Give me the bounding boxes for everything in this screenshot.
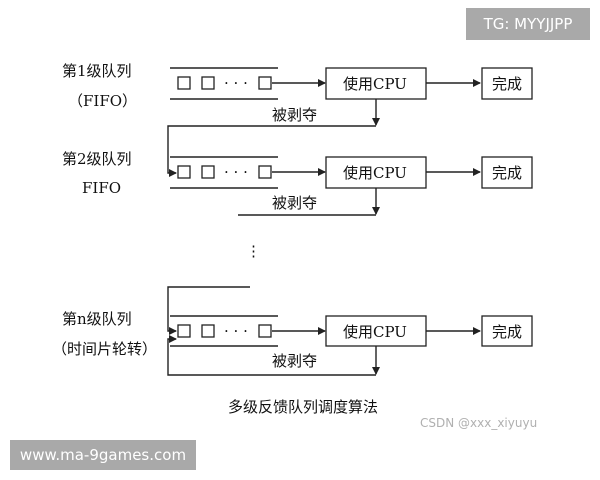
queue-level-1: 第1级队列 （FIFO） · · · 使用CPU 完成 被剥夺 xyxy=(62,62,533,126)
cpu-label-1: 使用CPU xyxy=(343,75,407,93)
queue-1-policy: （FIFO） xyxy=(68,92,137,110)
queue-1-slot xyxy=(177,76,191,90)
queue-1-slot xyxy=(201,76,215,90)
diagram-caption: 多级反馈队列调度算法 xyxy=(228,398,378,416)
preempt-label-1: 被剥夺 xyxy=(272,106,317,124)
queue-2-ellipsis: · · · xyxy=(224,163,248,181)
done-label-1: 完成 xyxy=(492,75,522,93)
cpu-box-1 xyxy=(325,67,427,100)
tg-watermark: TG: MYYJJPP xyxy=(466,8,590,40)
queue-n-ellipsis: · · · xyxy=(224,322,248,340)
queue-1-name: 第1级队列 xyxy=(62,62,132,80)
queue-1-slot xyxy=(258,76,272,90)
queue-2-policy: FIFO xyxy=(82,179,121,197)
queue-level-2: 第2级队列 FIFO · · · 使用CPU 完成 被剥夺 xyxy=(62,150,533,215)
preempt-label-2: 被剥夺 xyxy=(272,194,317,212)
done-box-1 xyxy=(481,67,533,100)
site-watermark: www.ma-9games.com xyxy=(10,440,196,470)
queue-n-slot xyxy=(201,324,215,338)
done-box-n xyxy=(481,315,533,347)
preempt-label-n: 被剥夺 xyxy=(272,352,317,370)
queue-n-slot xyxy=(258,324,272,338)
csdn-watermark: CSDN @xxx_xiyuyu xyxy=(420,416,538,430)
cpu-label-2: 使用CPU xyxy=(343,164,407,182)
queue-n-incoming xyxy=(167,286,250,335)
queue-level-n: 第n级队列 （时间片轮转） · · · 使用CPU 完成 被剥夺 xyxy=(52,286,533,376)
queue-2-slot xyxy=(258,165,272,179)
done-label-2: 完成 xyxy=(492,164,522,182)
vertical-ellipsis: ⋮ xyxy=(246,242,261,260)
queue-n-policy: （时间片轮转） xyxy=(52,340,157,358)
queue-2-slot xyxy=(201,165,215,179)
queue-n-slot xyxy=(177,324,191,338)
queue-n-name: 第n级队列 xyxy=(62,310,132,328)
queue-2-slot xyxy=(177,165,191,179)
done-box-2 xyxy=(481,156,533,189)
done-label-n: 完成 xyxy=(492,323,522,341)
queue-1-ellipsis: · · · xyxy=(224,74,248,92)
cpu-box-n xyxy=(325,315,427,347)
feedback-1-to-2 xyxy=(167,125,376,177)
feedback-n-loop xyxy=(167,335,376,376)
cpu-label-n: 使用CPU xyxy=(343,323,407,341)
queue-2-name: 第2级队列 xyxy=(62,150,132,168)
